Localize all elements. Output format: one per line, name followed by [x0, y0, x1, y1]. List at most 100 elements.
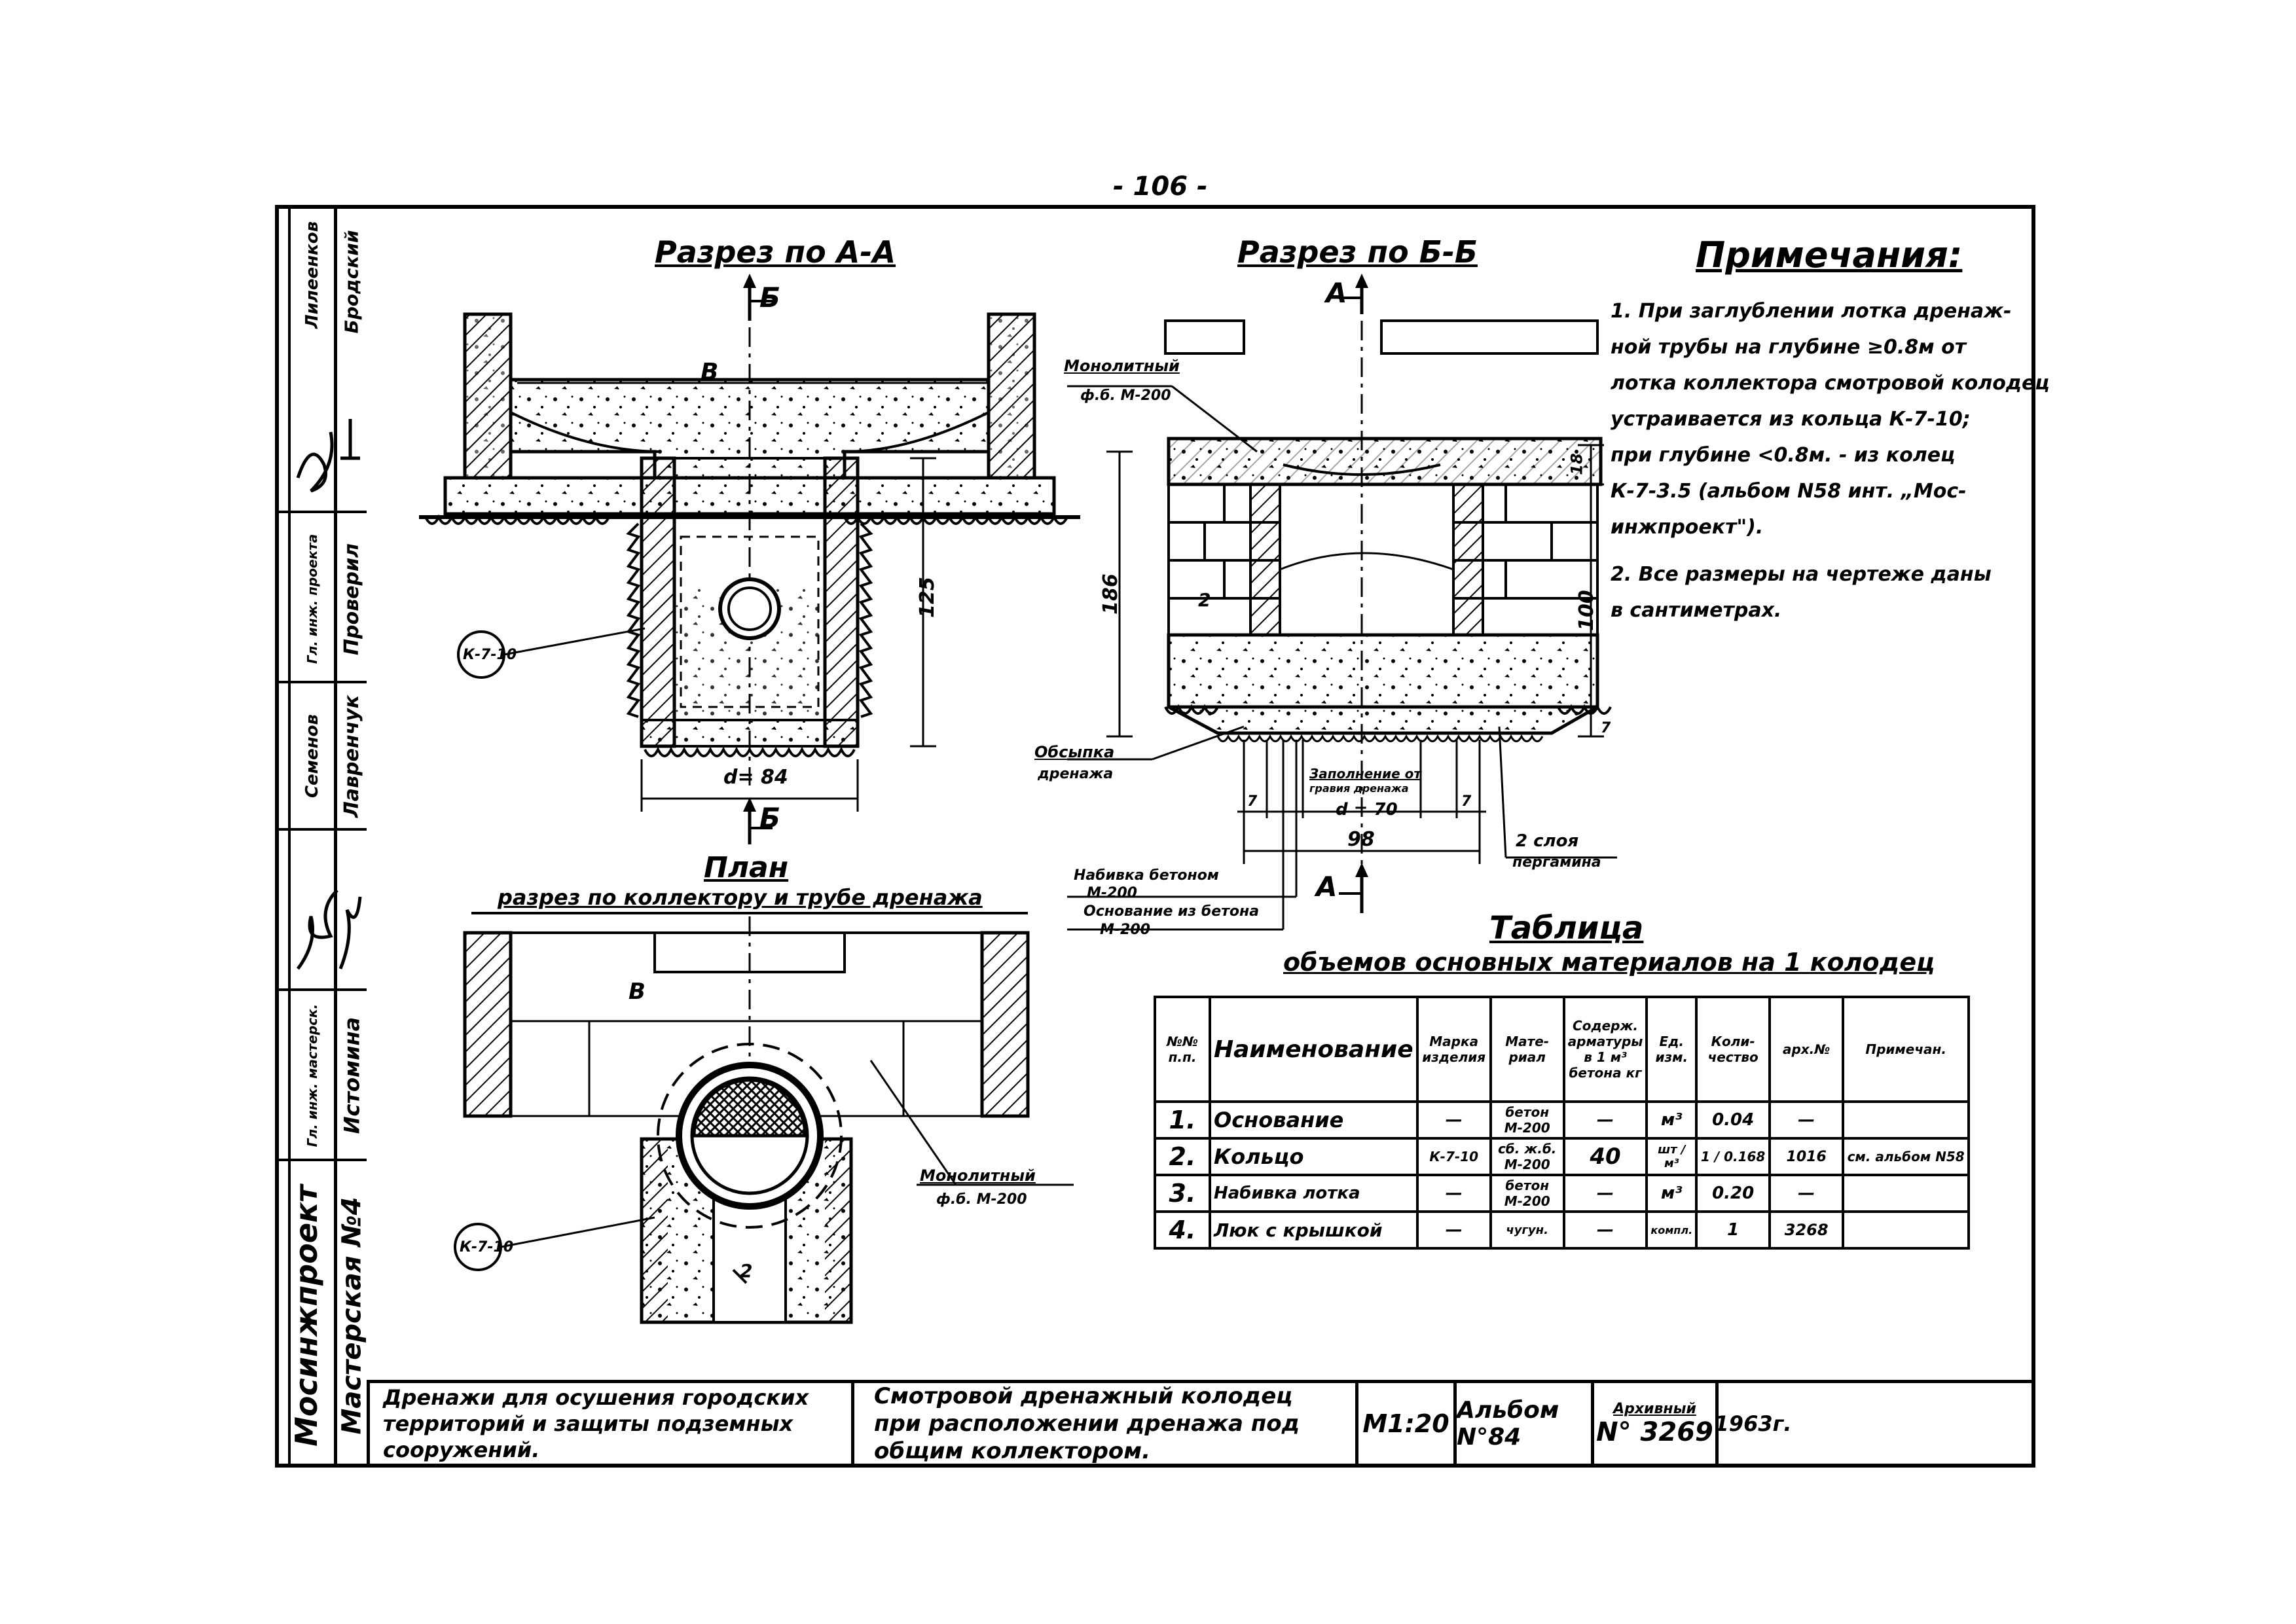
table-cell: Набивка лотка: [1209, 1174, 1419, 1213]
table-cell: 2.: [1154, 1137, 1211, 1176]
dim-7b: 7: [1461, 793, 1472, 810]
table-cell: чугун.: [1489, 1210, 1565, 1250]
note-line: 2. Все размеры на чертеже даны: [1611, 563, 1992, 586]
table-title: Таблица: [1489, 910, 1644, 947]
section-aa-title: Разрез по А-А: [655, 234, 896, 270]
section-bb: [1067, 274, 1617, 931]
note-line: К-7-3.5 (альбом N58 инт. „Мос-: [1611, 480, 1967, 503]
label-osnovanie-mark: М-200: [1100, 922, 1150, 938]
notes-title: Примечания:: [1696, 234, 1963, 276]
table-cell: Люк с крышкой: [1209, 1210, 1419, 1250]
table-cell: 1016: [1768, 1137, 1845, 1176]
label-monolith-bb: Монолитный: [1064, 357, 1180, 375]
ring-ref-aa: К-7-10: [463, 647, 517, 663]
table-cell: —: [1415, 1210, 1492, 1250]
table-subtitle: объемов основных материалов на 1 колодец: [1283, 948, 1935, 977]
title-year: 1963г.: [1714, 1411, 1792, 1436]
title-archive-label: Архивный: [1613, 1400, 1696, 1417]
col-header: Примечан.: [1842, 996, 1971, 1103]
table-cell: 40: [1562, 1137, 1649, 1176]
table-cell: м³: [1645, 1174, 1698, 1213]
note-line: ной трубы на глубине ≥0.8м от: [1611, 336, 1967, 359]
table-row: 4. Люк с крышкой — чугун. — компл. 1 326…: [1154, 1210, 1971, 1250]
label-zapolnenie: Заполнение от: [1309, 766, 1421, 782]
col-header: Мате-риал: [1489, 996, 1565, 1103]
title-block: Дренажи для осушения городских территори…: [367, 1380, 2035, 1468]
table-cell: [1842, 1174, 1971, 1213]
table-cell: 1: [1695, 1210, 1772, 1250]
label-2-plan: 2: [740, 1260, 753, 1282]
table-row: 3. Набивка лотка — бетон М-200 — м³ 0.20…: [1154, 1174, 1971, 1213]
dim-98: 98: [1347, 828, 1375, 851]
title-drawing: Смотровой дренажный колодец при располож…: [874, 1383, 1300, 1464]
dim-d84: d= 84: [723, 766, 788, 789]
table-cell: [1842, 1100, 1971, 1140]
label-b-letter: В: [701, 359, 719, 386]
table-cell: —: [1768, 1100, 1845, 1140]
cut-label-a-top: А: [1326, 277, 1347, 309]
label-2: 2: [1198, 589, 1211, 611]
col-header: Коли-чество: [1695, 996, 1772, 1103]
title-album: Альбом N°84: [1457, 1397, 1559, 1451]
table-header-row: №№ п.п. Наименование Марка изделия Мате-…: [1154, 996, 1971, 1103]
table-cell: —: [1768, 1174, 1845, 1213]
note-line: 1. При заглублении лотка дренаж-: [1611, 300, 2012, 323]
cut-label-a-bottom: А: [1316, 871, 1338, 903]
col-header: Содерж. арматуры в 1 м³ бетона кг: [1562, 996, 1649, 1103]
col-header: арх.№: [1768, 996, 1845, 1103]
col-header: Наименование: [1209, 996, 1419, 1103]
table-cell: сб. ж.б. М-200: [1489, 1137, 1565, 1176]
label-sypka-2: дренажа: [1038, 766, 1114, 782]
table-cell: —: [1562, 1100, 1649, 1140]
page-number: - 106 -: [1113, 171, 1208, 202]
col-header: Ед. изм.: [1645, 996, 1698, 1103]
table-cell: 0.04: [1695, 1100, 1772, 1140]
label-ruberoid-2: пергамина: [1512, 854, 1601, 871]
label-zapolnenie-2: гравия дренажа: [1309, 782, 1409, 795]
table-cell: Кольцо: [1209, 1137, 1419, 1176]
dim-186: 186: [1099, 573, 1122, 615]
dim-18: 18: [1567, 453, 1586, 475]
note-line: в сантиметрах.: [1611, 599, 1782, 622]
table-cell: 1 / 0.168: [1695, 1137, 1772, 1176]
table-cell: 0.20: [1695, 1174, 1772, 1213]
label-osnovanie: Основание из бетона: [1084, 903, 1260, 920]
dim-100: 100: [1575, 590, 1598, 631]
table-cell: см. альбом N58: [1842, 1137, 1971, 1176]
table-cell: 3.: [1154, 1174, 1211, 1213]
col-header: №№ п.п.: [1154, 996, 1211, 1103]
table-row: 1. Основание — бетон М-200 — м³ 0.04 —: [1154, 1100, 1971, 1140]
col-header: Марка изделия: [1415, 996, 1492, 1103]
table-cell: 1.: [1154, 1100, 1211, 1140]
label-monolith-mark-bb: ф.б. М-200: [1080, 388, 1171, 404]
dim-d70: d = 70: [1336, 800, 1398, 820]
table-cell: [1842, 1210, 1971, 1250]
label-monolith-mark-plan: ф.б. М-200: [936, 1191, 1027, 1208]
plan-view: [454, 916, 1074, 1324]
table-cell: К-7-10: [1415, 1137, 1492, 1176]
label-ruberoid: 2 слоя: [1516, 831, 1579, 851]
table-cell: шт / м³: [1645, 1137, 1698, 1176]
ring-ref-plan: К-7-10: [460, 1239, 514, 1255]
dim-7c: 7: [1601, 720, 1611, 736]
title-scale: М1:20: [1362, 1409, 1449, 1438]
dim-125: 125: [915, 577, 939, 618]
note-line: устраивается из кольца К-7-10;: [1611, 408, 1971, 431]
table-cell: —: [1415, 1100, 1492, 1140]
section-bb-title: Разрез по Б-Б: [1237, 234, 1478, 270]
note-line: при глубине <0.8м. - из колец: [1611, 444, 1956, 467]
table-cell: бетон М-200: [1489, 1100, 1565, 1140]
label-nabivka-mark: М-200: [1087, 885, 1137, 901]
cut-label-b-top: Б: [759, 281, 781, 314]
plan-subtitle: разрез по коллектору и трубе дренажа: [498, 885, 983, 910]
table-cell: —: [1562, 1210, 1649, 1250]
table-cell: м³: [1645, 1100, 1698, 1140]
title-project: Дренажи для осушения городских территори…: [383, 1385, 809, 1462]
materials-table: №№ п.п. Наименование Марка изделия Мате-…: [1154, 996, 1971, 1250]
label-nabivka: Набивка бетоном: [1074, 867, 1219, 884]
label-monolith-plan: Монолитный: [920, 1166, 1036, 1185]
title-archive-no: N° 3269: [1596, 1416, 1713, 1447]
note-line: инжпроект").: [1611, 516, 1764, 539]
